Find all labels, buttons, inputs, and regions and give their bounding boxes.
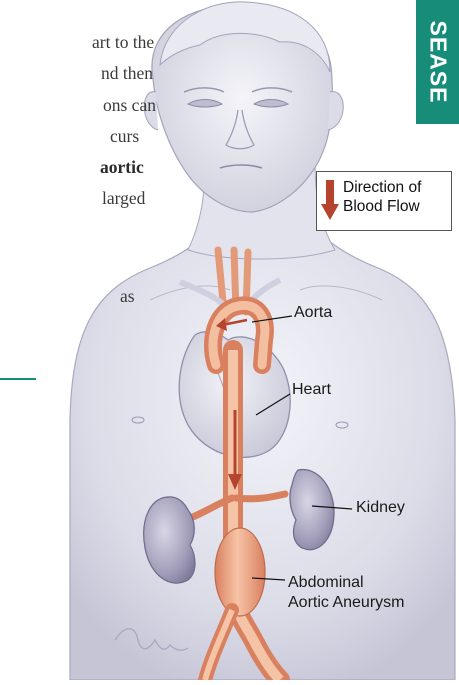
section-tab: SEASE — [416, 0, 459, 124]
legend-line-2: Blood Flow — [343, 198, 421, 217]
body-text-line-5: aortic — [100, 159, 144, 177]
body-text-line-3: ons can — [103, 97, 156, 115]
label-heart: Heart — [292, 381, 331, 399]
section-rule — [0, 378, 36, 380]
body-text-line-1: art to the — [92, 34, 154, 52]
label-aneurysm-1: Abdominal — [288, 574, 364, 592]
section-tab-text: SEASE — [424, 21, 451, 104]
legend-line-1: Direction of — [343, 179, 421, 198]
label-aneurysm-2: Aortic Aneurysm — [288, 594, 404, 612]
ear-right — [328, 92, 343, 130]
body-text-line-6: larged — [102, 190, 145, 208]
body-text-line-4: curs — [110, 128, 139, 146]
body-text-line-7: as — [120, 288, 135, 306]
down-arrow-icon — [321, 180, 339, 222]
label-kidney: Kidney — [356, 499, 405, 517]
legend-text: Direction of Blood Flow — [343, 179, 421, 216]
aneurysm-bulge — [215, 528, 265, 616]
body-text-line-2: nd then — [101, 65, 153, 83]
legend-box: Direction of Blood Flow — [316, 171, 452, 231]
label-aorta: Aorta — [294, 304, 332, 322]
